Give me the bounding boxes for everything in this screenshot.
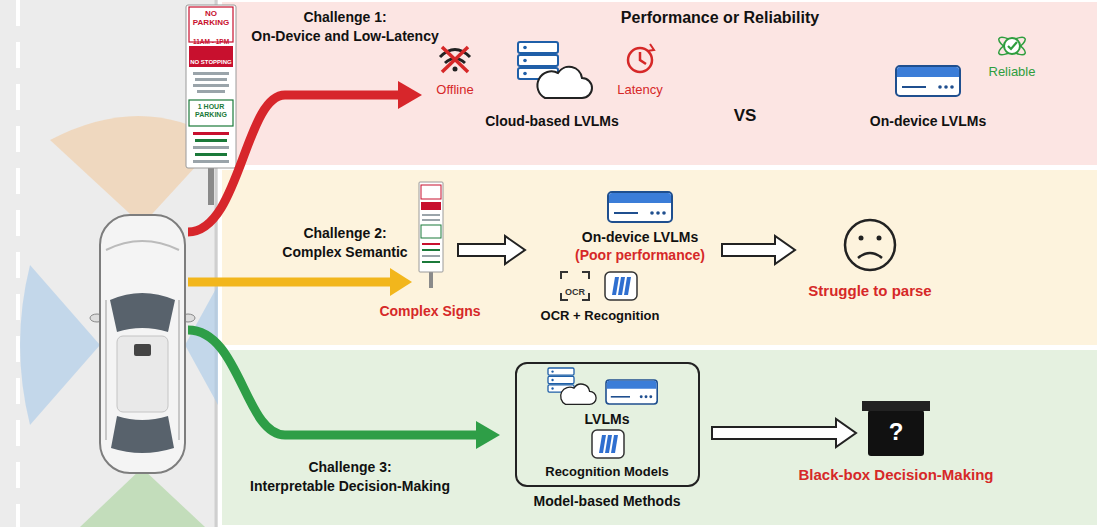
rear-sensor-cone bbox=[80, 468, 205, 527]
sign-text: NO PARKING bbox=[188, 9, 234, 27]
flow-arrow bbox=[712, 419, 856, 447]
recognition-icon bbox=[605, 272, 637, 300]
black-box: ?Black-box Decision-Making bbox=[868, 410, 924, 456]
device-icon bbox=[896, 66, 960, 96]
parking-sign bbox=[186, 5, 236, 205]
road bbox=[0, 0, 218, 527]
versus-text: VS bbox=[734, 106, 757, 126]
sign-text: NO STOPPING bbox=[190, 59, 232, 66]
car-body bbox=[100, 215, 185, 473]
challenge-subtitle: Complex Semantic bbox=[282, 244, 407, 261]
car-rear-window bbox=[111, 416, 174, 453]
sign-fine-print bbox=[193, 72, 229, 93]
hollow-arrow bbox=[458, 236, 525, 264]
challenge-arrow bbox=[188, 81, 500, 449]
car-side bbox=[178, 300, 180, 440]
mini-sign bbox=[419, 182, 443, 288]
lane-marking bbox=[16, 0, 20, 527]
reliable-icon bbox=[997, 34, 1028, 58]
challenge-title: Challenge 3: bbox=[308, 459, 391, 476]
server-cloud-icon bbox=[548, 368, 596, 404]
sign-fine-print bbox=[193, 132, 229, 163]
car-side bbox=[105, 300, 107, 440]
sign-frame bbox=[189, 7, 233, 42]
sign-frame bbox=[189, 100, 233, 126]
outcome-caption: Struggle to parse bbox=[808, 282, 931, 300]
challenge-arrow-green bbox=[188, 330, 478, 435]
car-windshield bbox=[110, 293, 175, 332]
section-heading: Performance or Reliability bbox=[621, 8, 819, 27]
arrow-head bbox=[390, 268, 412, 296]
icon-text: OCR bbox=[565, 287, 585, 298]
sign-text: 11AM - 1PM bbox=[193, 38, 229, 45]
challenge-title: Challenge 2: bbox=[303, 225, 386, 242]
icon-caption: Complex Signs bbox=[379, 303, 480, 320]
ocr-icon bbox=[561, 272, 589, 300]
black-box-lid bbox=[862, 401, 930, 411]
challenge-arrow-red bbox=[188, 95, 400, 232]
box-symbol: ? bbox=[889, 418, 904, 447]
sign-band bbox=[189, 46, 233, 67]
model-caption: On-device LVLMs bbox=[582, 229, 698, 246]
device-icon bbox=[606, 380, 657, 404]
hollow-arrow bbox=[722, 236, 795, 264]
challenge-arrow-yellow bbox=[188, 278, 392, 287]
model-caption: On-device LVLMs bbox=[870, 113, 986, 130]
challenge-subtitle: Interpretable Decision-Making bbox=[250, 478, 450, 495]
status-note: (Poor performance) bbox=[575, 247, 705, 264]
sad-face-icon bbox=[845, 220, 895, 270]
side-sensor-cone bbox=[20, 265, 100, 425]
model-caption: LVLMs bbox=[585, 411, 630, 428]
sign-panel bbox=[186, 5, 236, 168]
challenge-band: Challenge 1: On-Device and Low-Latency Per… bbox=[222, 2, 1097, 165]
model-caption: Recognition Models bbox=[545, 464, 669, 480]
device-icon bbox=[608, 192, 672, 222]
icon-caption: Latency bbox=[617, 82, 663, 98]
icon-caption: Reliable bbox=[989, 64, 1036, 80]
sign-text: 1 HOUR PARKING bbox=[188, 103, 234, 119]
model-caption: Cloud-based LVLMs bbox=[485, 113, 619, 130]
outcome-caption: Black-box Decision-Making bbox=[798, 466, 993, 484]
group-caption: Model-based Methods bbox=[533, 493, 680, 510]
latency-icon bbox=[628, 44, 654, 72]
icon-caption: Offline bbox=[436, 82, 473, 98]
arrow-head bbox=[398, 81, 422, 109]
challenge-subtitle: On-Device and Low-Latency bbox=[251, 28, 438, 45]
car-camera bbox=[134, 344, 151, 356]
arrow-head bbox=[476, 421, 500, 449]
car-hood bbox=[106, 241, 179, 250]
server-cloud-icon bbox=[518, 42, 592, 98]
recognition-icon bbox=[592, 430, 624, 458]
challenge-title: Challenge 1: bbox=[303, 9, 386, 26]
car bbox=[90, 215, 195, 473]
offline-icon bbox=[440, 47, 470, 72]
model-caption: OCR + Recognition bbox=[541, 308, 660, 324]
car-roof bbox=[117, 336, 168, 412]
